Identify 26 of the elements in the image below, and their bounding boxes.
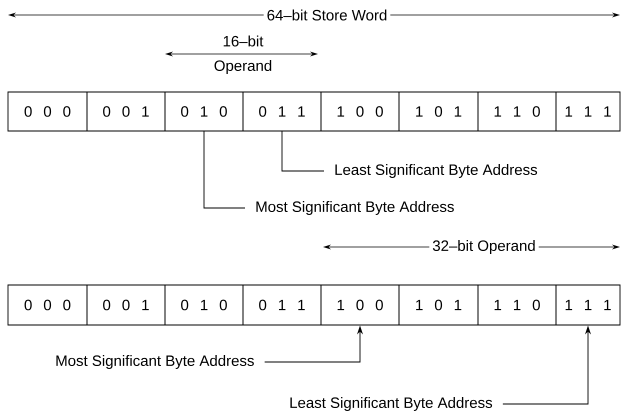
dimension-label: 16–bit xyxy=(224,36,264,46)
address-label: Most Significant Byte Address xyxy=(56,355,254,369)
bit-cell: 0 0 1 xyxy=(86,284,166,326)
address-label: Most Significant Byte Address xyxy=(256,201,454,215)
dimension-label: 32–bit Operand xyxy=(429,237,539,257)
address-label: Least Significant Byte Address xyxy=(290,397,492,411)
bit-cell: 1 0 1 xyxy=(398,92,478,132)
bit-cell: 0 1 1 xyxy=(242,284,322,326)
leader-line xyxy=(204,131,246,208)
bit-cell: 1 0 0 xyxy=(320,284,400,326)
bit-cell: 1 1 0 xyxy=(478,92,556,132)
bit-cell: 1 1 1 xyxy=(556,284,620,326)
bit-cell: 1 1 0 xyxy=(478,284,556,326)
bit-cell: 0 1 0 xyxy=(164,92,244,132)
bit-cell: 0 0 1 xyxy=(86,92,166,132)
bit-cell: 0 0 0 xyxy=(8,284,88,326)
bit-cell: 1 0 1 xyxy=(398,284,478,326)
bit-cell: 0 0 0 xyxy=(8,92,88,132)
dimension-label: Operand xyxy=(214,60,272,74)
address-label: Least Significant Byte Address xyxy=(335,164,538,178)
bit-cell: 1 1 1 xyxy=(556,92,620,132)
bit-cell: 0 1 1 xyxy=(242,92,322,132)
dimension-label: 64–bit Store Word xyxy=(264,6,390,24)
bit-cell: 0 1 0 xyxy=(164,284,244,326)
bit-cell: 1 0 0 xyxy=(320,92,400,132)
leader-line xyxy=(282,131,324,172)
